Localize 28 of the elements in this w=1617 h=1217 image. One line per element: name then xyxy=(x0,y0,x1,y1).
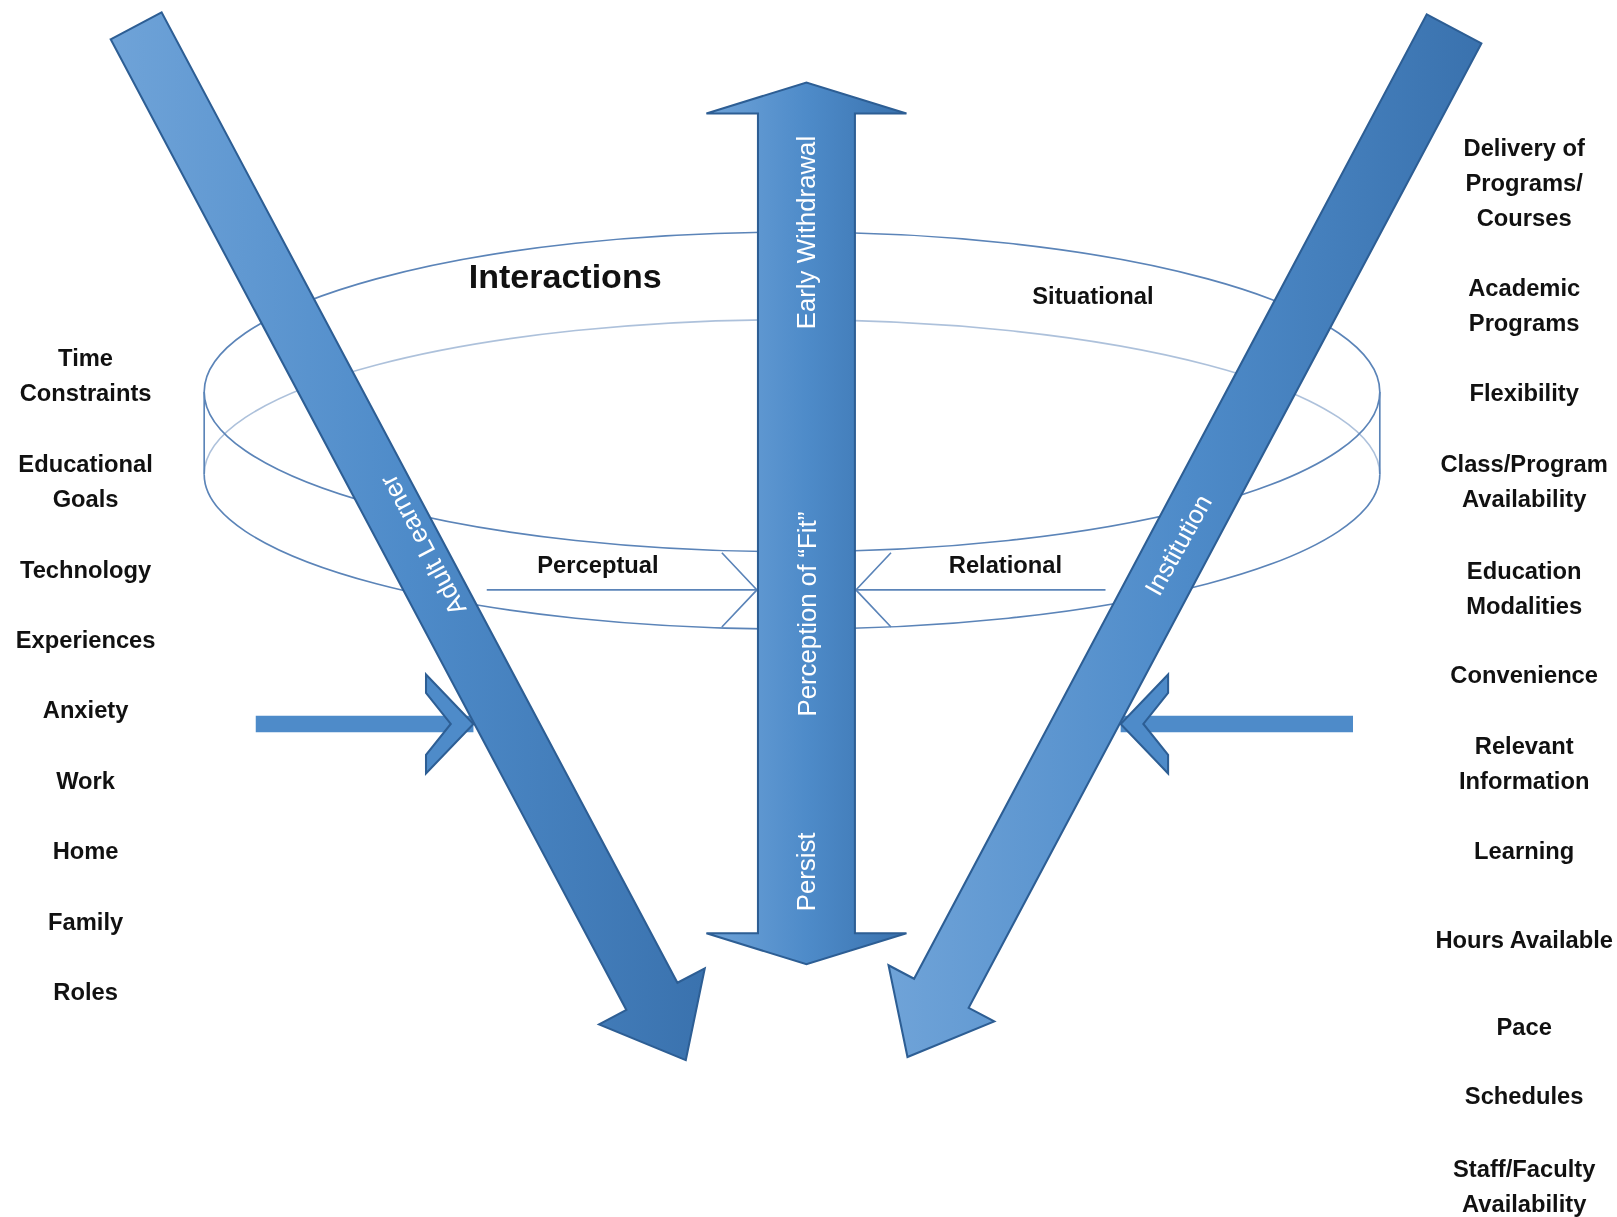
list-item: Hours Available xyxy=(1434,925,1614,955)
list-item: Schedules xyxy=(1463,1081,1585,1112)
list-item: Anxiety xyxy=(41,695,130,725)
list-item: Academic Programs xyxy=(1467,273,1582,339)
list-item: Experiences xyxy=(14,624,157,655)
list-item: Time Constraints xyxy=(18,343,153,409)
list-item: Delivery of Programs/ Courses xyxy=(1462,133,1586,233)
arrow-label: Early Withdrawal xyxy=(791,135,822,329)
list-item: Home xyxy=(51,836,120,867)
list-item: Staff/Faculty Availability xyxy=(1452,1154,1597,1217)
list-item: Learning xyxy=(1473,836,1576,867)
list-item: Class/Program Availability xyxy=(1439,449,1609,515)
list-item: Relevant Information xyxy=(1457,731,1591,797)
list-item: Work xyxy=(55,766,117,797)
list-item: Flexibility xyxy=(1468,378,1580,409)
arrow-label: Perception of “Fit” xyxy=(791,511,822,717)
arrow-label: Persist xyxy=(791,832,822,911)
ring-label: Situational xyxy=(1032,282,1154,310)
heading: Interactions xyxy=(468,256,662,296)
list-item: Technology xyxy=(18,554,153,585)
list-item: Family xyxy=(47,907,125,938)
list-item: Convenience xyxy=(1449,660,1599,690)
arrow xyxy=(485,551,758,628)
arrow xyxy=(855,551,1107,628)
list-item: Education Modalities xyxy=(1465,555,1584,621)
list-item: Educational Goals xyxy=(17,449,154,515)
list-item: Roles xyxy=(52,977,119,1008)
list-item: Pace xyxy=(1495,1012,1553,1043)
